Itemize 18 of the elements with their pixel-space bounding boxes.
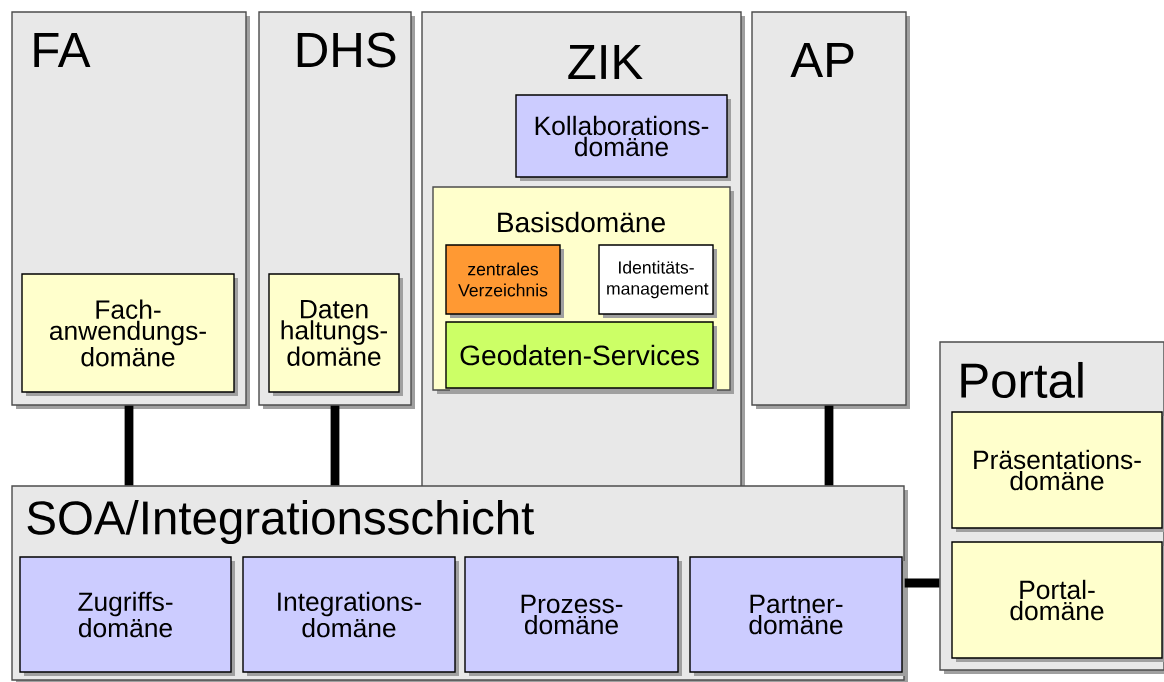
domain-box: Geodaten-Services xyxy=(445,321,717,392)
connector-line xyxy=(124,405,134,486)
domain-box: Kollaborations- domäne xyxy=(515,94,731,181)
domain-box: Integrations- domäne xyxy=(242,556,459,676)
domain-box: zentrales Verzeichnis xyxy=(445,244,564,318)
domain-box: Präsentations- domäne xyxy=(951,411,1164,532)
domain-box: Identitäts- management xyxy=(598,244,717,318)
domain-box: Fach- anwendungs- domäne xyxy=(21,273,238,396)
domain-box: Zugriffs- domäne xyxy=(19,556,235,676)
node-label: Partner- domäne xyxy=(749,594,843,635)
connector-line xyxy=(330,405,340,486)
domain-box: Daten haltungs- domäne xyxy=(268,273,403,396)
connector-line xyxy=(824,405,834,486)
connector-line xyxy=(904,578,940,588)
domain-box: Prozess- domäne xyxy=(464,556,682,676)
panel-box: AP xyxy=(751,11,910,409)
domain-box: Portal- domäne xyxy=(951,541,1164,662)
domain-box: Partner- domäne xyxy=(689,556,906,676)
